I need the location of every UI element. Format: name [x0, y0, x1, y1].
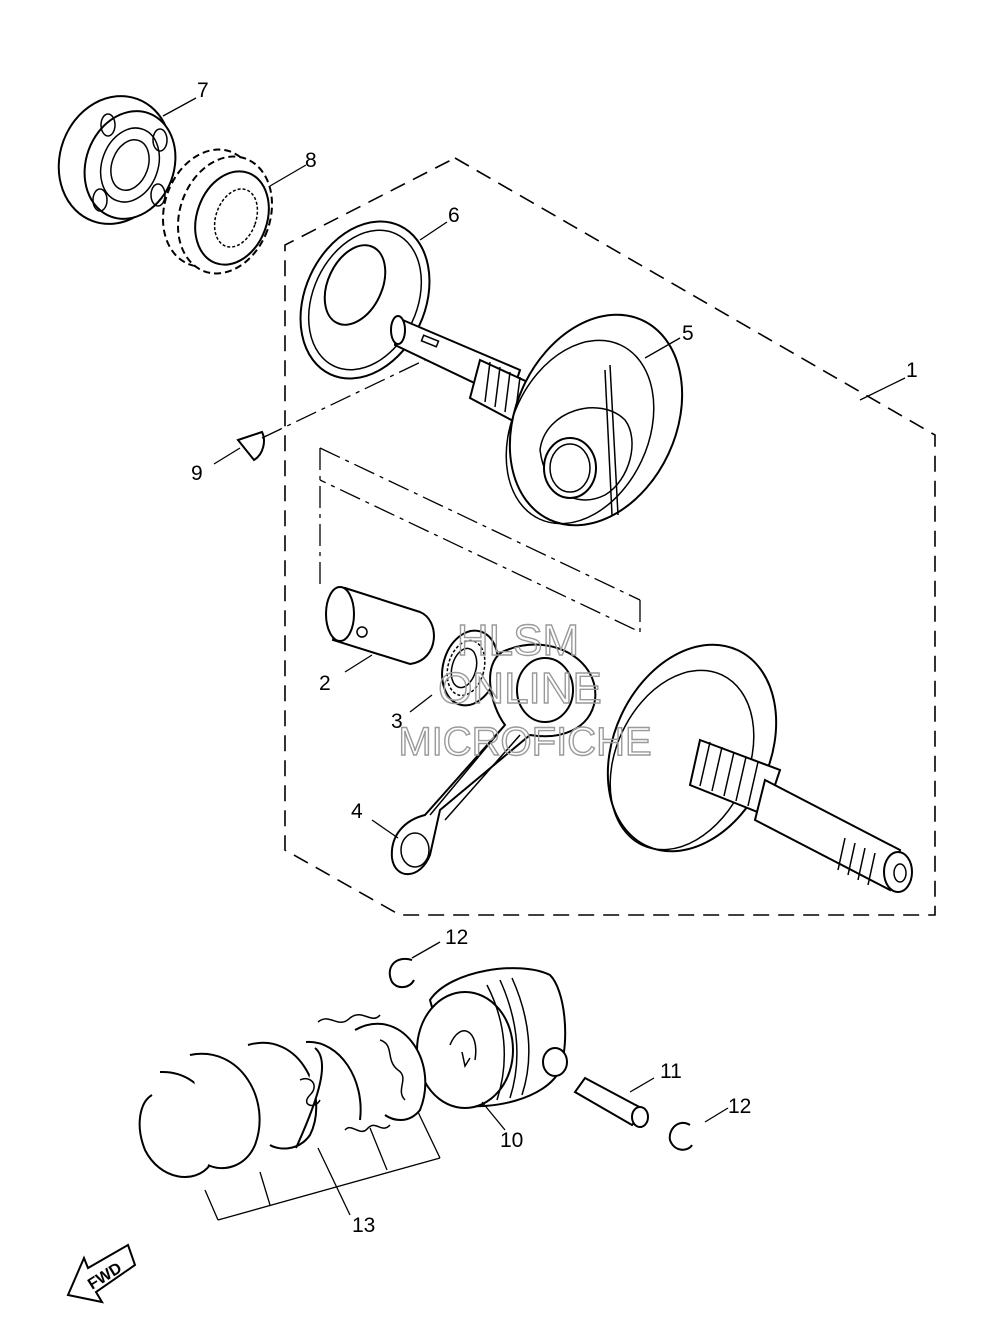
callout-1: 1	[906, 359, 918, 382]
leader-lines	[162, 97, 906, 1221]
callout-7: 7	[197, 79, 209, 102]
callout-11: 11	[660, 1060, 682, 1083]
watermark-line-1: HLSM	[457, 616, 579, 665]
callout-2: 2	[319, 672, 331, 695]
crank-half-left-part	[606, 643, 913, 893]
watermark-line-2: ONLINE	[438, 664, 602, 713]
callout-12-right: 12	[728, 1095, 751, 1118]
connecting-rod-part	[390, 643, 597, 876]
piston-part	[416, 967, 568, 1109]
callout-3: 3	[391, 710, 403, 733]
woodruff-key-part	[236, 430, 265, 462]
fwd-arrow-icon: FWD	[66, 1243, 137, 1304]
bearing-part	[57, 95, 177, 225]
crank-pin-part	[325, 586, 435, 666]
piston-pin-part	[573, 1076, 649, 1128]
callout-9: 9	[191, 462, 203, 485]
piston-ring-set-part	[138, 1013, 427, 1178]
callout-5: 5	[682, 322, 694, 345]
callout-12-top: 12	[445, 926, 468, 949]
circlip-part-a	[388, 957, 415, 988]
callout-6: 6	[448, 204, 460, 227]
callout-8: 8	[305, 149, 317, 172]
crankshaft-assembly-boundary	[284, 157, 936, 916]
callout-10: 10	[500, 1129, 523, 1152]
callout-4: 4	[351, 800, 363, 823]
gear-part	[161, 148, 274, 275]
thrust-plate-part	[299, 220, 431, 380]
crank-half-right-part	[390, 313, 684, 527]
circlip-part-b	[668, 1121, 693, 1151]
assembly-center-line	[261, 359, 641, 634]
watermark-line-3: MICROFICHE	[398, 720, 651, 764]
callout-13: 13	[352, 1214, 375, 1237]
